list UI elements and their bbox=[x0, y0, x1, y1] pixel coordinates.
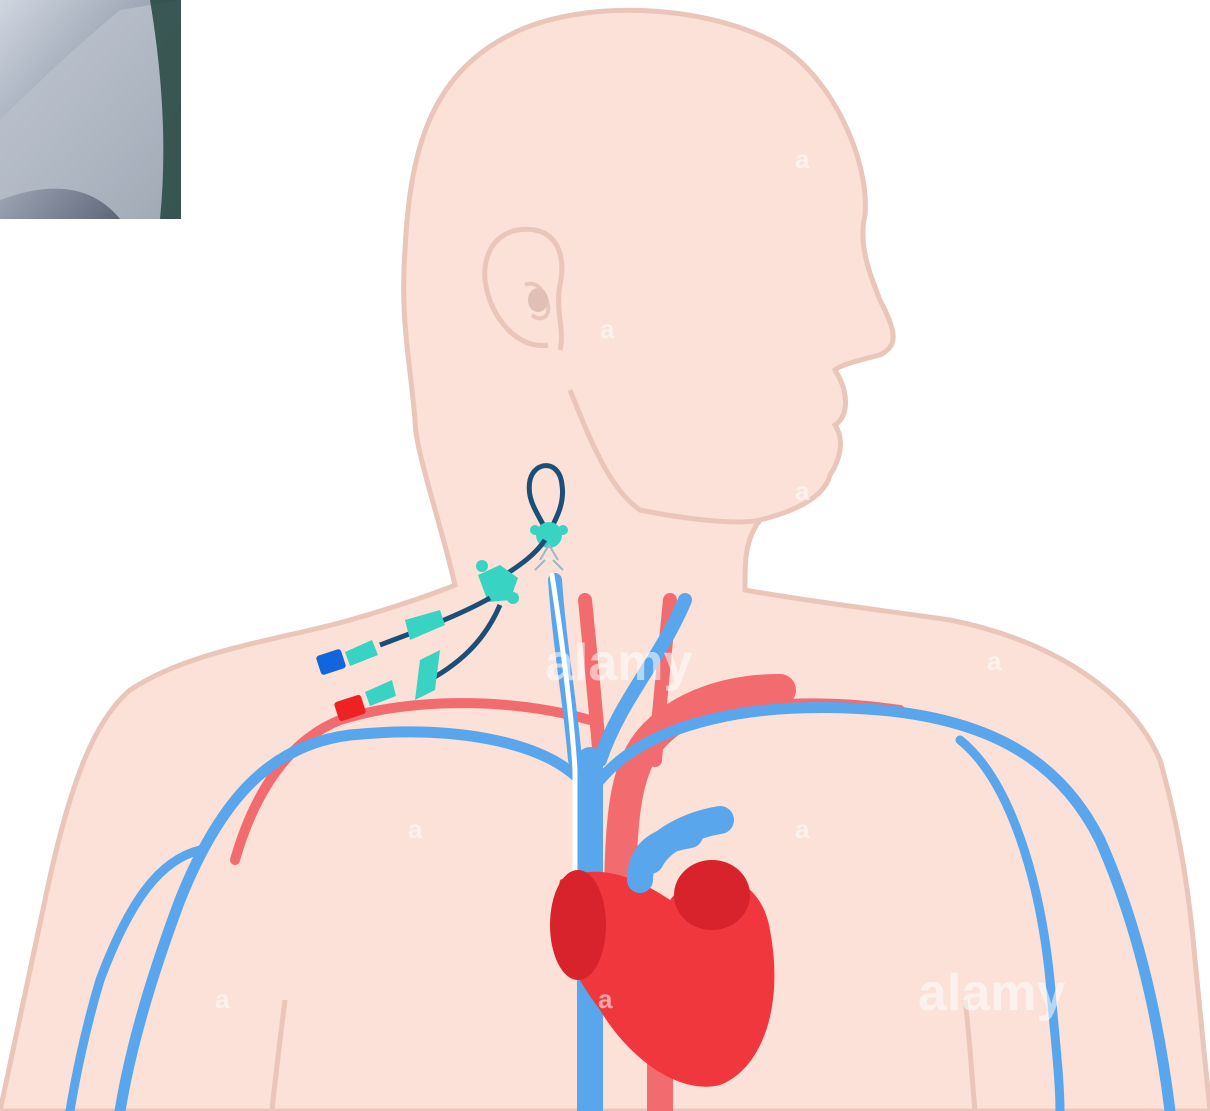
watermark-brand-center: alamy bbox=[545, 634, 693, 692]
watermark-mark: a bbox=[795, 476, 810, 506]
watermark-brand-lower: alamy bbox=[918, 964, 1066, 1022]
watermark-mark: a bbox=[600, 314, 615, 344]
watermark-mark: a bbox=[795, 144, 810, 174]
corner-photo-thumbnail bbox=[0, 0, 181, 219]
left-atrium bbox=[674, 860, 750, 930]
watermark-mark: a bbox=[987, 646, 1002, 676]
watermark-mark: a bbox=[598, 984, 613, 1014]
watermark-mark: a bbox=[795, 814, 810, 844]
right-atrium bbox=[550, 870, 606, 980]
watermark-mark: a bbox=[408, 814, 423, 844]
watermark-mark: a bbox=[215, 984, 230, 1014]
